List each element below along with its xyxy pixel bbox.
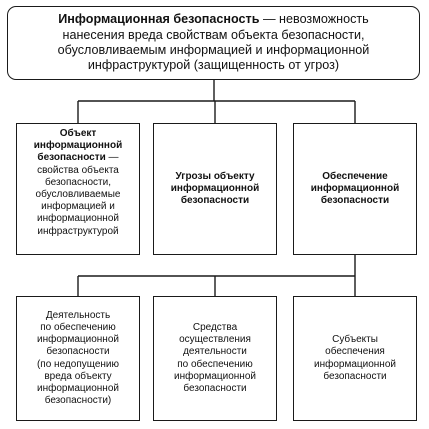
security-means-line-4: по обеспечению [177,358,253,370]
security-subjects-line-3: информационной [314,358,396,370]
security-subjects-box: Субъекты обеспечения информационной безо… [293,296,417,421]
security-object-box: Объект информационной безопасности — сво… [16,123,140,255]
security-object-definition-line-7: инфраструктурой [37,225,119,237]
security-means-line-1: Средства [192,321,238,333]
security-subjects-line-4: безопасности [323,370,387,382]
security-object-term-line-1: Объект [59,128,97,139]
security-object-term-line-3: безопасности [37,152,106,164]
security-provision-line-3: безопасности [320,195,390,207]
security-provision-box: Обеспечение информационной безопасности [293,123,417,255]
security-object-definition-line-5: информацией и [41,201,115,213]
security-provision-line-2: информационной [310,182,400,194]
security-means-line-5: информационной [174,370,256,382]
security-activity-line-4: безопасности [46,346,110,358]
security-object-definition-line-4: обусловливаемые [35,189,121,201]
security-subjects-line-1: Субъекты [332,334,378,346]
security-object-term-line-2: информационной [33,140,123,152]
security-threats-line-3: безопасности [180,195,250,207]
security-object-definition-line-2: свойства объекта [37,164,119,176]
security-means-line-6: безопасности [183,382,247,394]
security-activity-line-6: вреда объекту [44,370,112,382]
security-activity-line-2: по обеспечению [40,321,116,333]
info-security-definition-line-3: обусловливаемым информацией и информацио… [57,43,370,57]
security-activity-line-3: информационной [37,334,119,346]
security-means-line-3: деятельности [183,346,247,358]
security-object-definition-line-6: информационной [37,213,119,225]
security-activity-line-1: Деятельность [45,309,111,321]
security-threats-line-2: информационной [170,182,260,194]
info-security-term: Информационная безопасность [58,12,260,27]
security-activity-box: Деятельность по обеспечению информационн… [16,296,140,421]
security-means-box: Средства осуществления деятельности по о… [153,296,277,421]
security-activity-line-8: безопасности) [44,395,112,407]
security-activity-line-5: (по недопущению [36,358,120,370]
info-security-definition-line-2: нанесения вреда свойствам объекта безопа… [62,27,365,42]
info-security-definition-line-4: инфраструктурой (защищенность от угроз) [87,58,340,73]
security-threats-line-1: Угрозы объекту [175,170,255,182]
security-threats-box: Угрозы объекту информационной безопаснос… [153,123,277,255]
security-subjects-line-2: обеспечения [325,346,385,358]
security-means-line-2: осуществления [179,334,251,346]
info-security-definition-box: Информационная безопасность — невозможно… [7,6,420,80]
info-security-definition-line-1: — невозможность [259,12,369,27]
security-object-definition-line-1: — [105,152,119,164]
security-activity-line-7: информационной [37,382,119,394]
security-object-definition-line-3: безопасности, [45,176,111,188]
security-provision-line-1: Обеспечение [322,170,388,182]
